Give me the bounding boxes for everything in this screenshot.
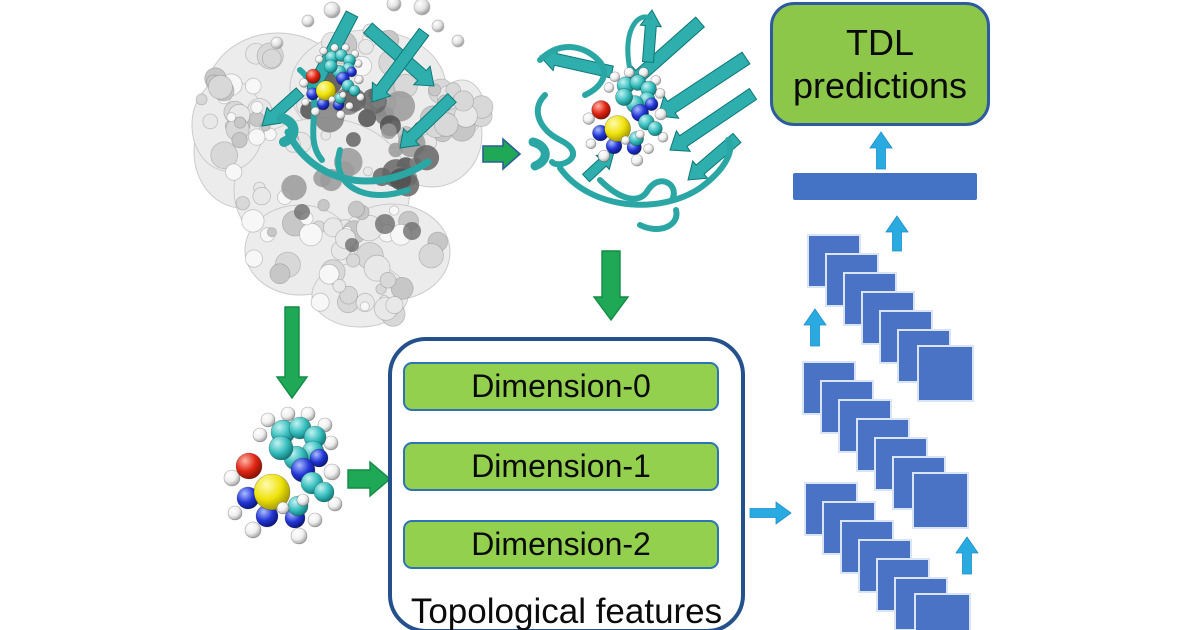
green-right-arrow-complex-to-pocket: [482, 137, 522, 171]
green-right-arrow-ligand-to-features: [347, 460, 392, 498]
dimension-0-item: Dimension-0: [403, 362, 719, 411]
topological-features-caption: Topological features: [410, 592, 723, 630]
cyan-up-arrow-bar-to-predictions: [869, 131, 893, 170]
topological-features-box: Dimension-0 Dimension-1 Dimension-2 Topo…: [388, 337, 745, 630]
cnn-feature-map-stacks: [802, 234, 974, 630]
cyan-right-arrow-features-to-network: [749, 501, 792, 525]
dimension-2-label: Dimension-2: [471, 526, 651, 562]
dimension-1-label: Dimension-1: [471, 448, 651, 484]
green-down-arrow-complex-to-ligand: [275, 306, 309, 400]
cyan-up-arrow-network-1: [803, 308, 827, 347]
dimension-2-item: Dimension-2: [403, 520, 719, 569]
green-down-arrow-pocket-to-features: [592, 250, 630, 322]
protein-surface-illustration: [191, 29, 494, 328]
dimension-1-item: Dimension-1: [403, 442, 719, 491]
dimension-0-label: Dimension-0: [471, 368, 651, 404]
pocket-ribbons: [528, 9, 758, 232]
cyan-up-arrow-network-2: [955, 536, 979, 575]
ligand-molecule: [223, 406, 343, 545]
pocket-ligand: [582, 67, 669, 167]
dense-layer-bar: [793, 173, 977, 200]
complex-ligand: [299, 43, 365, 120]
tdl-predictions-label: TDL predictions: [792, 21, 968, 106]
tdl-predictions-box: TDL predictions: [770, 2, 990, 126]
cyan-up-arrow-network-3: [885, 215, 909, 252]
